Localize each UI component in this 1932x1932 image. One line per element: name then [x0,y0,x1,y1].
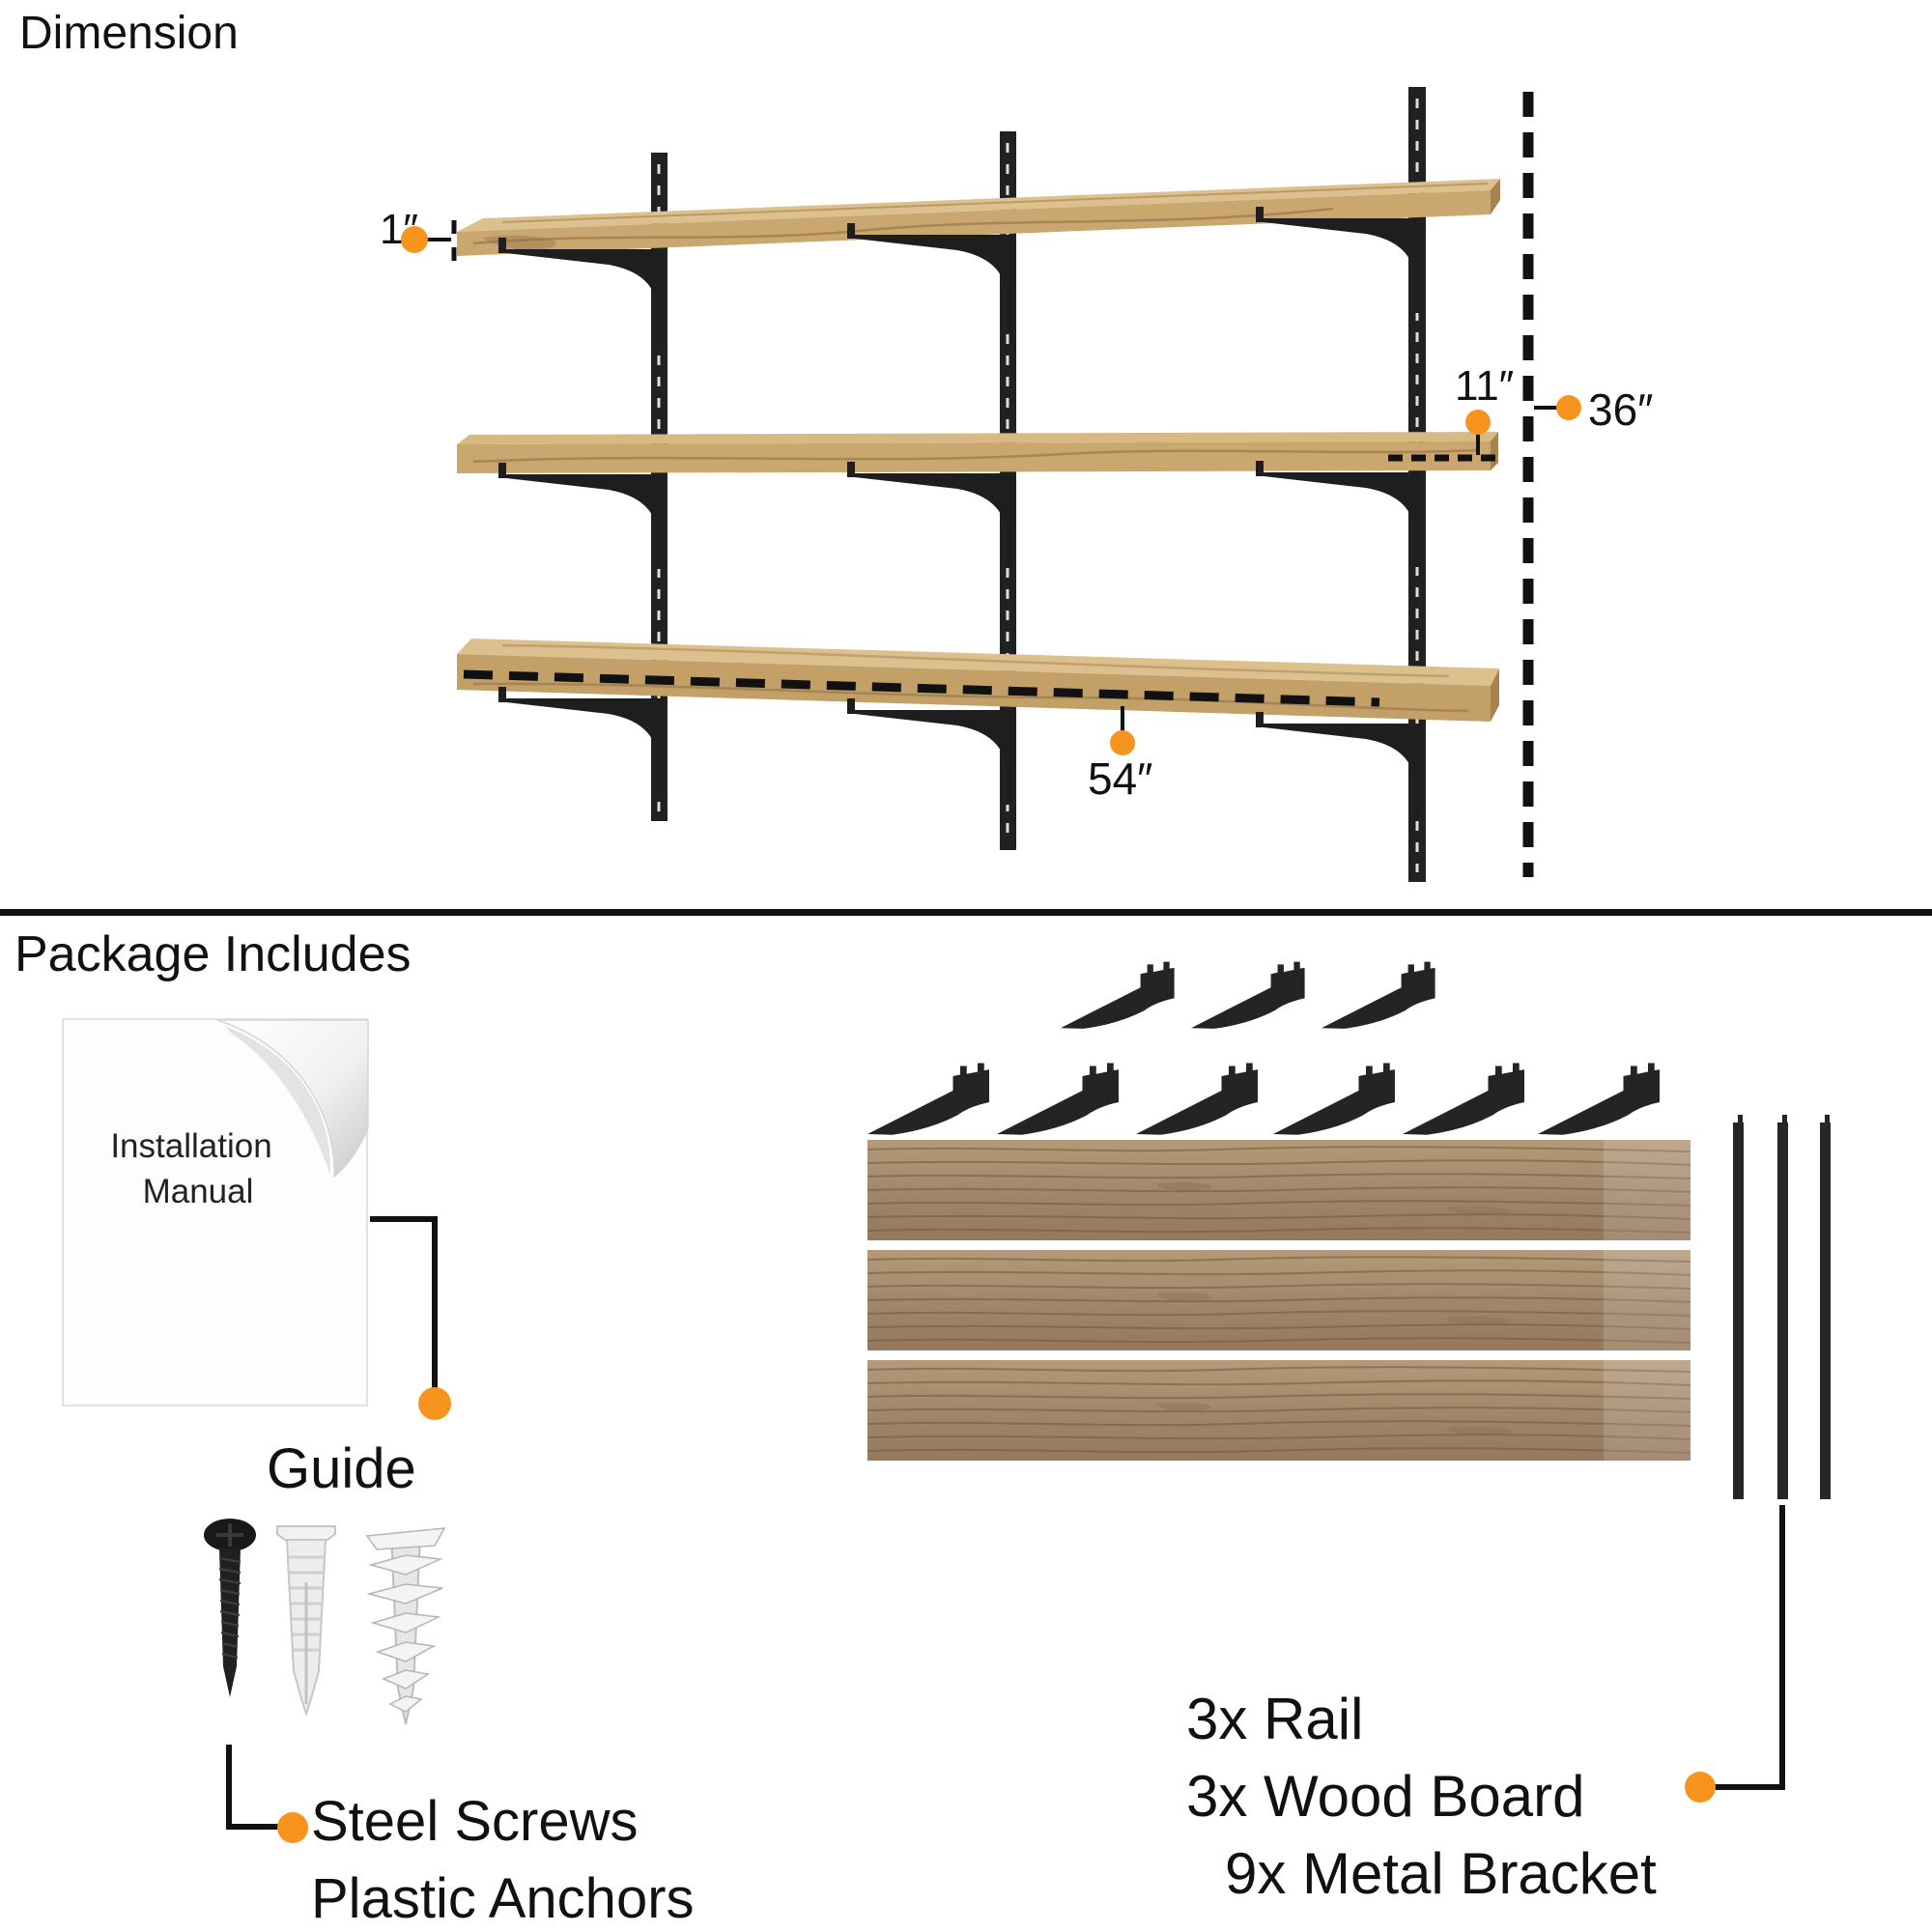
plastic-anchor-icon [276,1525,336,1718]
depth-callout: 11″ [1455,362,1514,455]
metal-bracket-icon [1321,961,1435,1029]
metal-bracket-icon [1061,961,1175,1029]
marker-dot [1110,730,1135,755]
shelf-middle [457,432,1498,473]
shelf-brackets [498,207,1422,818]
shelf-bracket-icon [1256,207,1422,313]
fasteners-callout: Steel Screws Plastic Anchors [226,1745,695,1930]
package-rails [1733,1115,1831,1499]
manual-line1: Installation [110,1127,271,1165]
section-divider [0,909,1932,916]
dimension-section: Dimension [19,8,1653,882]
rail-icon [1820,1122,1831,1499]
package-brackets [867,961,1660,1135]
wood-board [867,1140,1691,1240]
rail-icon [1733,1122,1744,1499]
marker-dot [401,226,428,253]
contents-brackets: 9x Metal Bracket [1225,1841,1657,1906]
marker-dot [1685,1772,1716,1803]
marker-dot [1556,395,1581,420]
drywall-anchor-icon [365,1527,446,1725]
marker-dot [418,1387,451,1420]
thickness-label: 1″ [380,206,418,253]
guide-callout: Guide [267,1216,451,1500]
contents-rails: 3x Rail [1186,1687,1363,1751]
length-label: 54″ [1088,753,1152,804]
leader-line [226,1745,280,1830]
shelf-bracket-icon [847,462,1013,568]
leader-line [1714,1505,1785,1790]
metal-bracket-icon [1403,1063,1524,1135]
curled-corner-icon [216,1019,369,1179]
fasteners-line2: Plastic Anchors [311,1867,695,1930]
leader-line [370,1216,438,1389]
steel-screw-icon [204,1519,256,1697]
rail-icon [1777,1122,1788,1499]
metal-bracket-icon [1273,1063,1395,1135]
marker-dot [1465,410,1491,435]
metal-bracket-icon [867,1063,989,1135]
installation-manual: Installation Manual [62,1018,369,1406]
fasteners-line1: Steel Screws [311,1790,638,1853]
shelf-bracket-icon [498,687,665,793]
depth-label: 11″ [1455,362,1514,410]
metal-bracket-icon [1191,961,1305,1029]
package-boards [867,1140,1691,1461]
shelf-bracket-icon [847,698,1013,805]
metal-bracket-icon [997,1063,1119,1135]
shelf-bracket-icon [498,238,665,344]
contents-boards: 3x Wood Board [1186,1764,1584,1829]
guide-label: Guide [267,1437,416,1500]
shelf-bracket-icon [1256,712,1422,818]
contents-callout: 3x Rail 3x Wood Board 9x Metal Bracket [1186,1505,1785,1906]
metal-bracket-icon [1538,1063,1660,1135]
length-dimension-line [463,669,1380,707]
marker-dot [277,1812,308,1843]
wood-board [867,1250,1691,1350]
wood-board [867,1360,1691,1461]
metal-bracket-icon [1136,1063,1258,1135]
shelf-top [457,179,1500,256]
shelf-bracket-icon [1256,461,1422,567]
package-title: Package Includes [14,926,412,982]
curl-shadow [224,1026,331,1175]
package-section: Package Includes Installation Manual Gui… [0,909,1932,1930]
height-callout: 36″ [1534,384,1653,435]
shelf-bracket-icon [847,223,1013,329]
manual-line2: Manual [143,1173,254,1210]
length-callout: 54″ [1088,706,1152,804]
dimension-title: Dimension [19,8,239,59]
shelf-bracket-icon [498,463,665,569]
height-label: 36″ [1588,384,1653,435]
thickness-callout: 1″ [380,206,457,261]
